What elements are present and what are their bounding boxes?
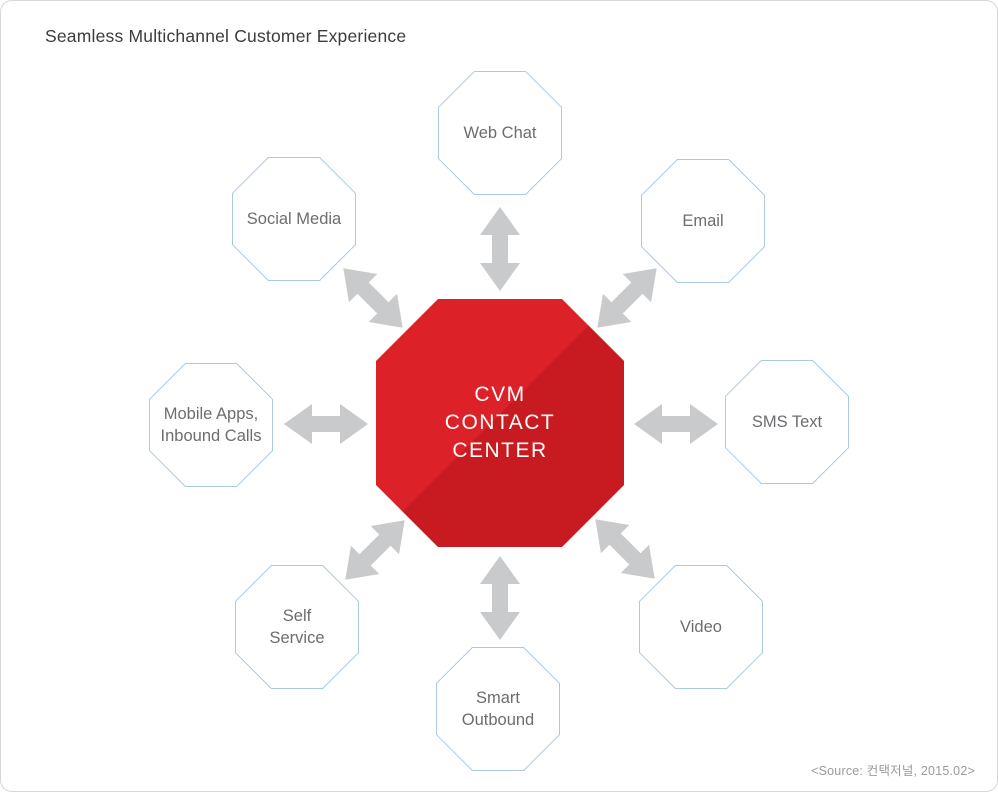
node-label-video: Video	[680, 618, 722, 636]
octagon-outline-icon	[641, 159, 765, 283]
hub-octagon-cvm-contact-center: CVM CONTACT CENTER	[376, 299, 624, 547]
node-self-service: Self Service	[235, 565, 359, 689]
node-label-smart-outbound: Smart Outbound	[461, 689, 535, 729]
node-social-media: Social Media	[232, 157, 356, 281]
node-label-mobile-apps-inbound-calls: Mobile Apps, Inbound Calls	[160, 405, 262, 445]
double-arrow-icon-bottom-right	[581, 505, 669, 593]
double-arrow-icon-top-right	[583, 254, 671, 342]
double-arrow-icon-top-left	[329, 254, 417, 342]
octagon-outline-icon	[235, 565, 359, 689]
octagon-outline-icon	[438, 71, 562, 195]
node-smart-outbound: Smart Outbound	[436, 647, 560, 771]
node-label-email: Email	[682, 212, 724, 230]
source-note: <Source: 컨택저널, 2015.02>	[811, 764, 975, 778]
node-sms-text: SMS Text	[725, 360, 849, 484]
double-arrow-icon-right	[634, 404, 718, 444]
hub-label: CVM CONTACT CENTER	[444, 383, 556, 462]
node-label-social-media: Social Media	[246, 210, 342, 228]
octagon-outline-icon	[149, 363, 273, 487]
octagon-outline-icon	[232, 157, 356, 281]
page-title: Seamless Multichannel Customer Experienc…	[45, 26, 407, 46]
node-video: Video	[639, 565, 763, 689]
node-label-self-service: Self Service	[269, 607, 325, 647]
double-arrow-icon-bottom-left	[331, 506, 419, 594]
node-mobile-apps-inbound-calls: Mobile Apps, Inbound Calls	[149, 363, 273, 487]
octagon-outline-icon	[639, 565, 763, 689]
octagon-outline-icon	[436, 647, 560, 771]
double-arrow-icon-left	[284, 404, 368, 444]
node-label-sms-text: SMS Text	[751, 413, 823, 431]
node-label-web-chat: Web Chat	[463, 124, 537, 142]
double-arrow-icon-top	[480, 207, 520, 291]
double-arrow-icon-bottom	[480, 556, 520, 640]
node-web-chat: Web Chat	[438, 71, 562, 195]
octagon-outline-icon	[725, 360, 849, 484]
node-email: Email	[641, 159, 765, 283]
